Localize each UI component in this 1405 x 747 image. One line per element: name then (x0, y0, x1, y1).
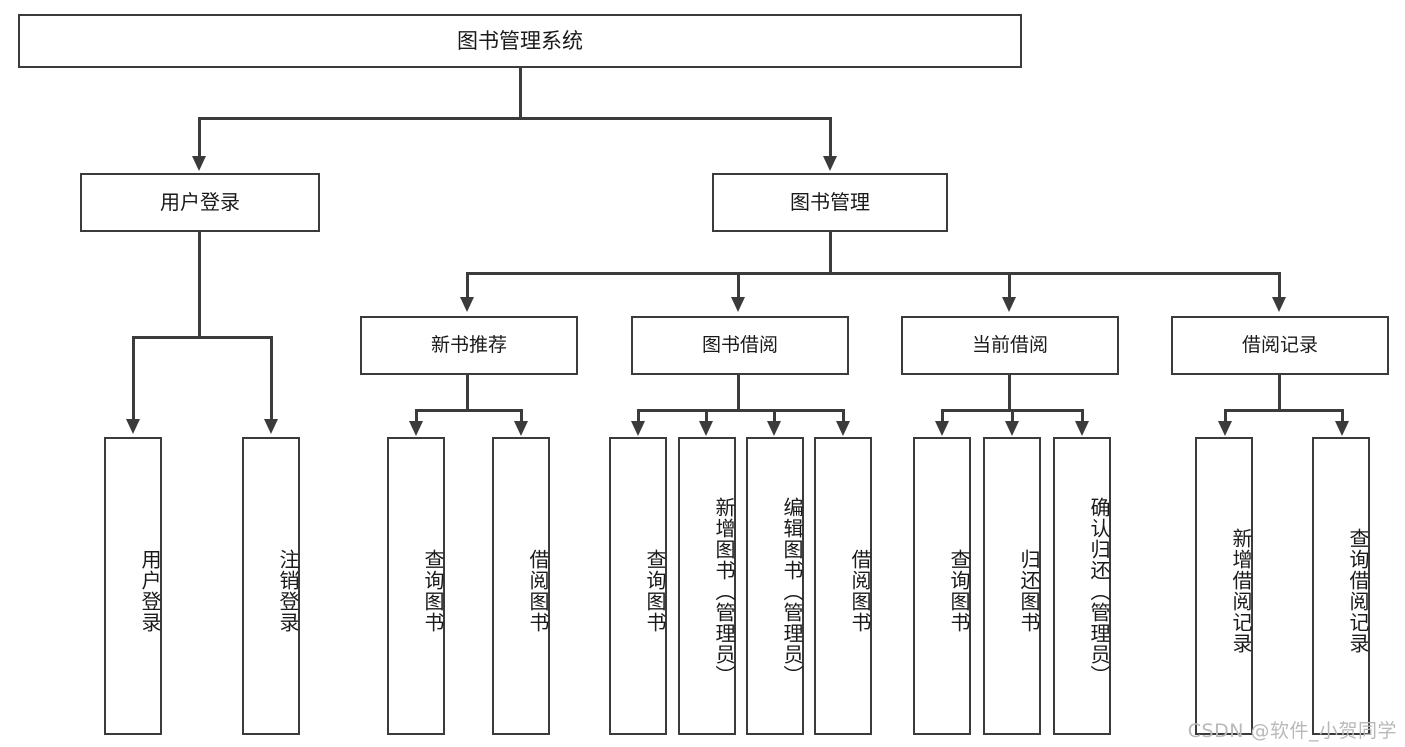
leaf-logout-label: 注销登录 (276, 549, 300, 633)
leaf-query-book-current-label: 查询图书 (947, 549, 971, 633)
connector-root-bar (198, 117, 832, 120)
connector-borrow-book-drop-1 (637, 409, 640, 423)
connector-book-manage-drop-2 (737, 272, 740, 299)
leaf-query-book-borrow-label: 查询图书 (643, 549, 667, 633)
node-book-manage-label: 图书管理 (790, 190, 870, 214)
leaf-borrow-book-new-label: 借阅图书 (526, 549, 550, 633)
connector-borrow-record-drop-2 (1341, 409, 1344, 423)
connector-user-login-drop-1 (132, 336, 135, 421)
connector-new-book-bar (415, 409, 520, 412)
connector-borrow-book-drop-3 (773, 409, 776, 423)
leaf-borrow-book-borrow[interactable]: 借阅图书 (814, 437, 872, 735)
leaf-query-book-borrow[interactable]: 查询图书 (609, 437, 667, 735)
leaf-edit-book[interactable]: 编辑图书（管理员） (746, 437, 804, 735)
connector-book-manage-drop-1 (466, 272, 469, 299)
node-borrow-book-label: 图书借阅 (701, 333, 778, 356)
arrow-to-new-book (460, 297, 474, 312)
connector-root-drop-2 (829, 117, 832, 158)
arrow-to-leaf-borrow-book-2 (836, 421, 850, 436)
node-current-borrow-label: 当前借阅 (971, 333, 1048, 356)
connector-book-manage-bar (466, 272, 1280, 275)
connector-borrow-book-bar (637, 409, 842, 412)
arrow-to-borrow-book (731, 297, 745, 312)
arrow-to-leaf-return-book (1005, 421, 1019, 436)
connector-current-borrow-drop-2 (1011, 409, 1014, 423)
arrow-to-leaf-user-login (126, 419, 140, 434)
arrow-to-leaf-query-record (1335, 421, 1349, 436)
leaf-borrow-book-new[interactable]: 借阅图书 (492, 437, 550, 735)
leaf-return-book[interactable]: 归还图书 (983, 437, 1041, 735)
connector-new-book-drop-2 (520, 409, 523, 423)
node-borrow-book[interactable]: 图书借阅 (631, 316, 849, 375)
leaf-user-login[interactable]: 用户登录 (104, 437, 162, 735)
node-borrow-record-label: 借阅记录 (1241, 333, 1318, 356)
leaf-query-book-current[interactable]: 查询图书 (913, 437, 971, 735)
arrow-to-current-borrow (1002, 297, 1016, 312)
connector-new-book-drop-1 (415, 409, 418, 423)
node-new-book[interactable]: 新书推荐 (360, 316, 578, 375)
leaf-query-book-new[interactable]: 查询图书 (387, 437, 445, 735)
connector-borrow-record-stem (1278, 375, 1281, 409)
arrow-to-leaf-confirm-return (1075, 421, 1089, 436)
leaf-logout[interactable]: 注销登录 (242, 437, 300, 735)
node-root-label: 图书管理系统 (457, 28, 583, 53)
connector-root-stem (519, 68, 522, 117)
node-user-login-label: 用户登录 (160, 190, 240, 214)
connector-current-borrow-drop-1 (941, 409, 944, 423)
node-new-book-label: 新书推荐 (430, 333, 507, 356)
connector-current-borrow-drop-3 (1081, 409, 1084, 423)
node-user-login[interactable]: 用户登录 (80, 173, 320, 232)
arrow-to-leaf-query-book-1 (409, 421, 423, 436)
arrow-to-leaf-edit-book (767, 421, 781, 436)
leaf-query-record-label: 查询借阅记录 (1346, 528, 1370, 654)
connector-user-login-drop-2 (270, 336, 273, 421)
leaf-query-record[interactable]: 查询借阅记录 (1312, 437, 1370, 735)
connector-current-borrow-stem (1008, 375, 1011, 409)
arrow-to-user-login (192, 156, 206, 171)
leaf-user-login-label: 用户登录 (138, 549, 162, 633)
leaf-add-record[interactable]: 新增借阅记录 (1195, 437, 1253, 735)
connector-book-manage-stem (829, 232, 832, 272)
connector-borrow-record-bar (1224, 409, 1342, 412)
node-current-borrow[interactable]: 当前借阅 (901, 316, 1119, 375)
connector-user-login-stem (198, 232, 201, 336)
node-book-manage[interactable]: 图书管理 (712, 173, 948, 232)
arrow-to-leaf-logout (264, 419, 278, 434)
connector-book-manage-drop-3 (1008, 272, 1011, 299)
connector-borrow-book-drop-2 (705, 409, 708, 423)
arrow-to-leaf-add-record (1218, 421, 1232, 436)
arrow-to-borrow-record (1272, 297, 1286, 312)
node-root[interactable]: 图书管理系统 (18, 14, 1022, 68)
leaf-add-book-label: 新增图书（管理员） (712, 496, 736, 686)
connector-book-manage-drop-4 (1278, 272, 1281, 299)
connector-borrow-book-drop-4 (842, 409, 845, 423)
leaf-query-book-new-label: 查询图书 (421, 549, 445, 633)
leaf-confirm-return-label: 确认归还（管理员） (1087, 496, 1111, 686)
connector-new-book-stem (466, 375, 469, 409)
leaf-add-record-label: 新增借阅记录 (1229, 528, 1253, 654)
leaf-edit-book-label: 编辑图书（管理员） (780, 496, 804, 686)
arrow-to-leaf-query-book-3 (935, 421, 949, 436)
leaf-confirm-return[interactable]: 确认归还（管理员） (1053, 437, 1111, 735)
arrow-to-leaf-query-book-2 (631, 421, 645, 436)
connector-user-login-bar (132, 336, 270, 339)
leaf-add-book[interactable]: 新增图书（管理员） (678, 437, 736, 735)
connector-borrow-record-drop-1 (1224, 409, 1227, 423)
connector-root-drop-1 (198, 117, 201, 158)
arrow-to-leaf-add-book (699, 421, 713, 436)
leaf-borrow-book-borrow-label: 借阅图书 (848, 549, 872, 633)
connector-borrow-book-stem (737, 375, 740, 409)
leaf-return-book-label: 归还图书 (1017, 549, 1041, 633)
arrow-to-leaf-borrow-book-1 (514, 421, 528, 436)
arrow-to-book-manage (823, 156, 837, 171)
node-borrow-record[interactable]: 借阅记录 (1171, 316, 1389, 375)
